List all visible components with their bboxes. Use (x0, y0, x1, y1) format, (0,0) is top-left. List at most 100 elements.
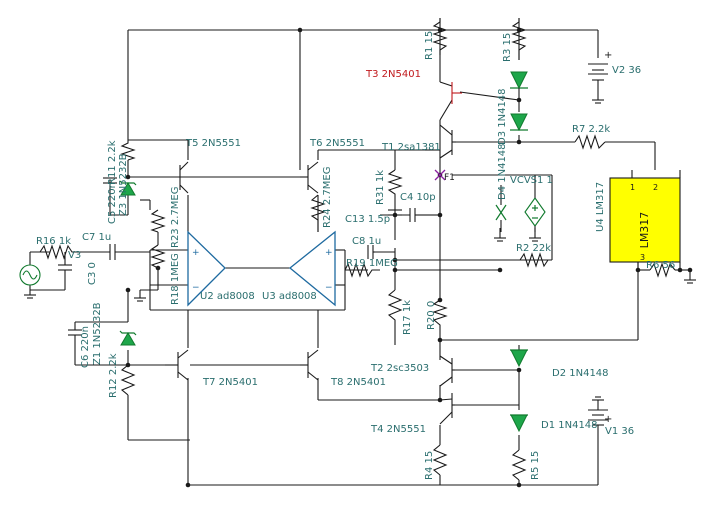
lm317-pin-1: 1 (630, 183, 635, 192)
opamp-u3[interactable] (288, 230, 336, 307)
label-c7: C7 1u (82, 232, 111, 243)
label-c5: C5 220n (107, 182, 118, 224)
diode-d3[interactable] (510, 113, 528, 132)
diode-d1[interactable] (510, 414, 528, 433)
battery-v2[interactable] (588, 63, 608, 81)
label-v2: V2 36 (612, 65, 641, 76)
lm317-regulator[interactable]: LM317 1 2 3 (609, 177, 681, 263)
label-r16: R16 1k (36, 236, 71, 247)
resistor-r5[interactable] (511, 449, 527, 481)
resistor-r4[interactable] (432, 444, 448, 476)
transistor-t7[interactable] (165, 349, 189, 381)
svg-text:+: + (192, 248, 200, 258)
capacitor-c3[interactable] (58, 264, 72, 275)
capacitor-c8[interactable] (367, 245, 375, 259)
resistor-r6[interactable] (649, 262, 676, 278)
resistor-r7[interactable] (574, 134, 606, 150)
grounds (24, 99, 696, 401)
capacitor-c5[interactable] (103, 177, 117, 184)
label-t4: T4 2N5551 (370, 424, 426, 435)
ground-icon (494, 237, 506, 242)
resistor-r20[interactable] (432, 299, 448, 330)
label-plus-v2: + (604, 50, 612, 61)
opamps: + − + − (187, 230, 336, 307)
label-c13: C13 1.5p (345, 214, 390, 225)
zener-z3[interactable] (119, 180, 137, 196)
label-v1: V1 36 (605, 426, 634, 437)
transistor-t6[interactable] (300, 161, 319, 194)
transistor-t8[interactable] (300, 349, 319, 381)
label-v3: V3 (68, 250, 81, 261)
label-r5: R5 15 (530, 451, 541, 480)
transistor-t5[interactable] (179, 161, 189, 194)
transistor-t2[interactable] (439, 355, 455, 387)
label-z1: Z1 1N5232B (92, 302, 103, 365)
resistor-r11[interactable] (120, 140, 136, 161)
capacitor-c4[interactable] (409, 208, 430, 222)
resistor-r2[interactable] (519, 252, 552, 268)
label-r12: R12 2.2k (108, 353, 119, 398)
capacitor-c13[interactable] (388, 209, 402, 216)
resistors (39, 18, 676, 481)
label-r31: R31 1k (375, 170, 386, 205)
label-r17: R17 1k (402, 300, 413, 335)
zener-z1[interactable] (119, 330, 137, 346)
label-r11: R11 2.2k (107, 140, 118, 185)
resistor-r3[interactable] (511, 18, 527, 60)
label-plus-v1: + (604, 414, 612, 425)
label-r6: R6 56 (646, 260, 675, 271)
label-r4: R4 15 (424, 451, 435, 480)
lm317-pin-3: 3 (640, 253, 645, 262)
label-c3: C3 0 (87, 262, 98, 285)
resistor-r19[interactable] (344, 262, 380, 278)
label-r24: R24 2.7MEG (322, 167, 333, 228)
ground-icon (134, 297, 146, 302)
svg-text:−: − (192, 283, 200, 293)
label-r7: R7 2.2k (572, 124, 610, 135)
diode-d2[interactable] (510, 349, 528, 368)
resistor-r1[interactable] (432, 18, 448, 55)
junctions (125, 27, 693, 488)
svg-text:−: − (325, 283, 333, 293)
label-d2: D2 1N4148 (552, 368, 609, 379)
label-r19: R19 1MEG (346, 258, 398, 269)
transistor-t4[interactable] (439, 393, 455, 425)
capacitor-c7[interactable] (109, 244, 116, 260)
transistor-t3[interactable] (451, 82, 462, 104)
battery-v1[interactable] (588, 409, 608, 426)
wires (29, 18, 691, 486)
diode-d3-top[interactable] (510, 71, 528, 100)
resistor-r16[interactable] (39, 244, 80, 260)
capacitors (58, 177, 430, 345)
resistor-r23[interactable] (150, 209, 166, 233)
label-r23: R23 2.7MEG (170, 187, 181, 248)
ground-icon (684, 279, 696, 284)
svg-text:+: + (325, 248, 333, 258)
label-t3: T3 2N5401 (365, 69, 421, 80)
label-c6-visible: C6 220n (80, 326, 91, 368)
sources (19, 63, 608, 426)
resistor-r18[interactable] (150, 244, 166, 269)
probe-f1[interactable] (434, 169, 446, 181)
label-t1: T1 2sa1381 (381, 142, 441, 153)
opamp-u2[interactable] (187, 230, 226, 307)
label-u4: U4 LM317 (595, 182, 606, 232)
vcvs1-source[interactable] (495, 175, 546, 232)
resistor-r17[interactable] (387, 289, 403, 330)
capacitor-c6[interactable] (68, 329, 82, 345)
resistor-r31[interactable] (387, 169, 403, 200)
label-t8: T8 2N5401 (330, 377, 386, 388)
label-u3: U3 ad8008 (262, 291, 317, 302)
label-d1: D1 1N4148 (541, 420, 598, 431)
signal-source-v3[interactable] (19, 264, 41, 286)
resistor-r24[interactable] (310, 194, 326, 232)
resistor-r12[interactable] (120, 364, 136, 396)
label-t7: T7 2N5401 (202, 377, 258, 388)
transistor-t1[interactable] (439, 124, 456, 159)
lm317-label: LM317 (638, 212, 651, 249)
lm317-pin-2: 2 (653, 183, 658, 192)
label-vcvs1: VCVS1 1 (510, 175, 553, 186)
label-d3: D3 1N4148 (497, 88, 508, 145)
label-r20: R20 0 (426, 301, 437, 330)
